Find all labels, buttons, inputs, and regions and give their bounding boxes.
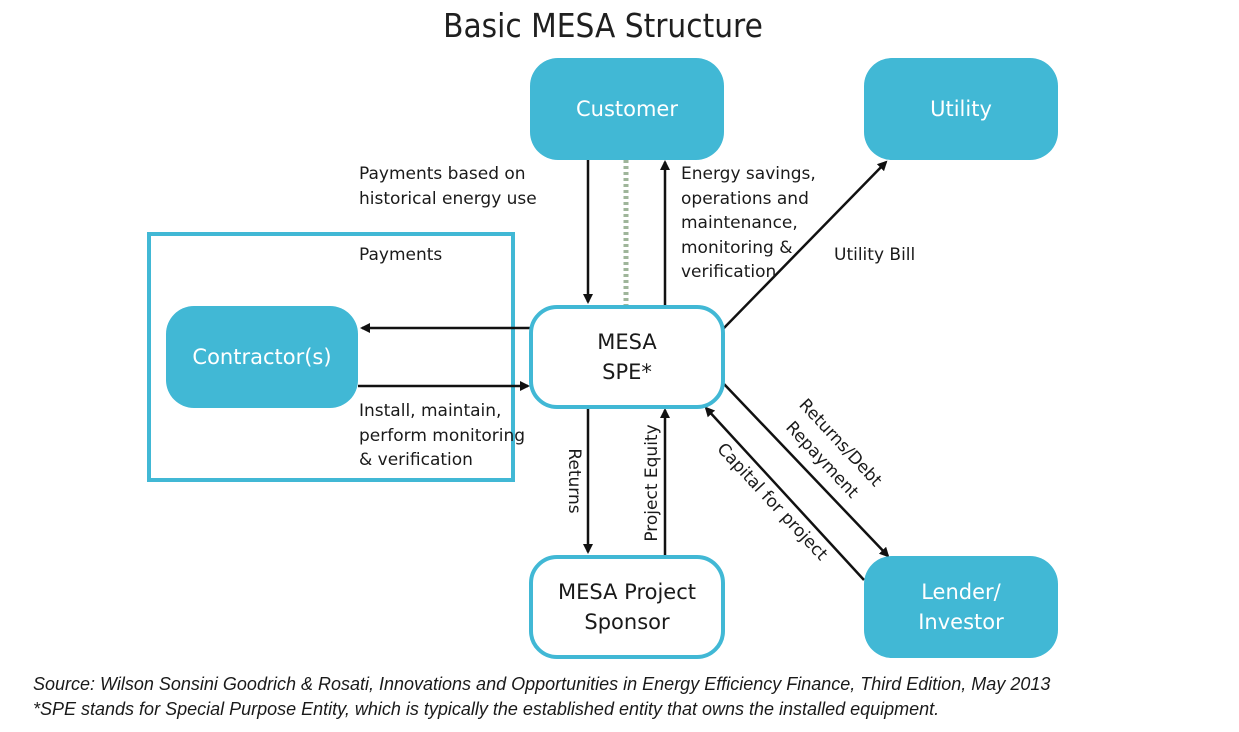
label-utility-bill: Utility Bill — [834, 245, 916, 265]
label-install-line1: Install, maintain, — [359, 401, 502, 421]
label-payments: Payments — [359, 245, 443, 265]
node-utility: Utility — [864, 58, 1058, 160]
arrow-utility-bill — [721, 160, 888, 331]
label-energy-savings: Energy savings, operations and maintenan… — [681, 162, 816, 285]
node-sponsor-line2: Sponsor — [584, 610, 670, 634]
node-utility-label: Utility — [930, 97, 992, 121]
source-footnote: Source: Wilson Sonsini Goodrich & Rosati… — [33, 674, 1051, 694]
label-energy-savings-line3: maintenance, — [681, 213, 798, 233]
arrow-returns-debt — [723, 383, 890, 558]
diagram-title: Basic MESA Structure — [443, 6, 763, 45]
label-install-line3: & verification — [359, 450, 473, 470]
node-mesa-sponsor: MESA Project Sponsor — [529, 555, 725, 659]
label-energy-savings-line4: monitoring & — [681, 237, 793, 258]
label-returns: Returns — [564, 448, 584, 514]
node-contractor: Contractor(s) — [166, 306, 358, 408]
node-lender-line2: Investor — [918, 610, 1004, 634]
label-energy-savings-line2: operations and — [681, 188, 809, 209]
label-energy-savings-line5: verification — [681, 262, 777, 282]
node-mesa-spe: MESA SPE* — [529, 305, 725, 409]
node-contractor-label: Contractor(s) — [192, 345, 332, 369]
node-customer: Customer — [530, 58, 724, 160]
label-payments-historical-line2: historical energy use — [359, 188, 537, 209]
label-payments-historical: Payments based on historical energy use — [359, 162, 537, 211]
label-install: Install, maintain, perform monitoring & … — [359, 399, 525, 473]
node-sponsor-line1: MESA Project — [558, 580, 696, 604]
label-project-equity: Project Equity — [642, 424, 662, 542]
node-mesa-spe-line1: MESA — [597, 330, 657, 354]
node-lender-investor: Lender/ Investor — [864, 556, 1058, 658]
arrow-capital — [704, 406, 865, 581]
node-mesa-spe-line2: SPE* — [602, 360, 652, 384]
label-install-line2: perform monitoring — [359, 425, 526, 446]
node-customer-label: Customer — [575, 97, 678, 121]
spe-footnote: *SPE stands for Special Purpose Entity, … — [33, 699, 940, 719]
node-lender-line1: Lender/ — [921, 580, 1001, 604]
contractor-group-frame — [147, 232, 515, 482]
label-energy-savings-line1: Energy savings, — [681, 164, 816, 184]
label-payments-historical-line1: Payments based on — [359, 164, 526, 184]
